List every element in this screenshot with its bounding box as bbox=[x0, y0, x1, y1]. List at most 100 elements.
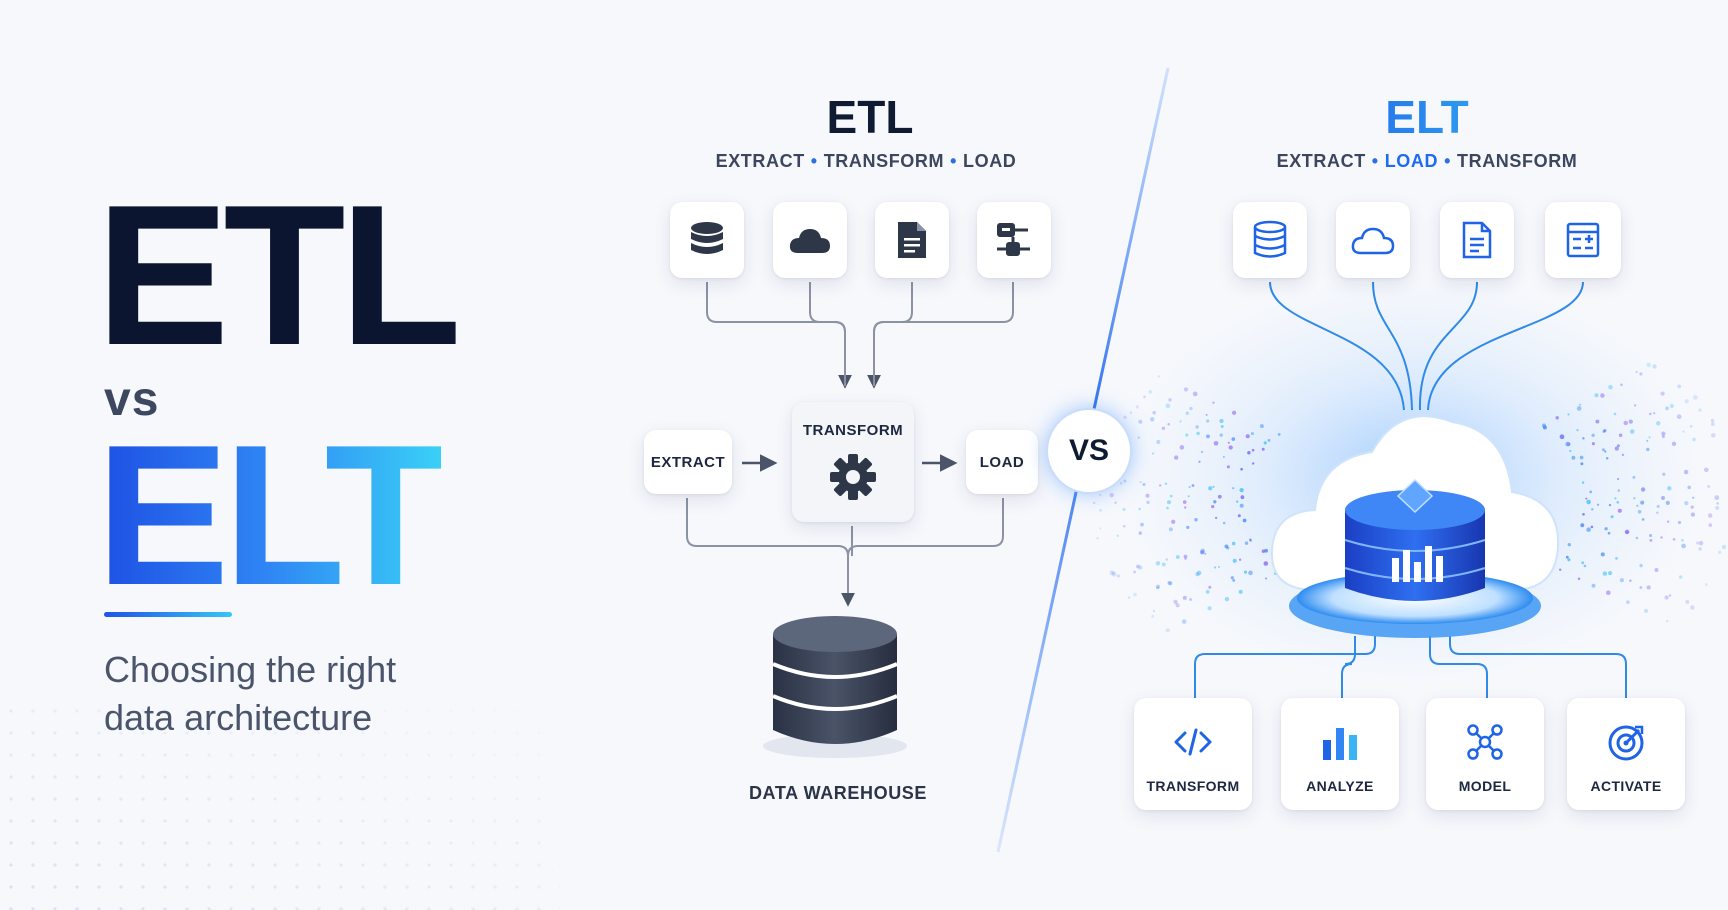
particle-dot bbox=[1111, 571, 1117, 577]
extract-label: EXTRACT bbox=[650, 453, 726, 471]
particle-dot bbox=[1664, 595, 1669, 600]
particle-dot bbox=[1693, 395, 1698, 400]
database-icon bbox=[691, 222, 723, 254]
elt-action-connectors bbox=[1194, 636, 1627, 698]
particle-dot bbox=[1594, 393, 1599, 398]
document-icon bbox=[898, 222, 926, 258]
particle-dot bbox=[1640, 487, 1646, 492]
particle-dot bbox=[1591, 433, 1595, 437]
particle-dot bbox=[1665, 500, 1670, 505]
particle-dot bbox=[1239, 487, 1244, 493]
particle-dot bbox=[1656, 421, 1661, 426]
particle-dot bbox=[1623, 420, 1628, 426]
particle-dot bbox=[1613, 412, 1617, 416]
particle-dot bbox=[1633, 404, 1637, 407]
particle-dot bbox=[1586, 499, 1591, 505]
particle-dot bbox=[1242, 518, 1247, 523]
particle-dot bbox=[1718, 550, 1722, 554]
particle-dot bbox=[1617, 489, 1620, 492]
accent-underline bbox=[104, 612, 232, 617]
hero-elt-title: ELT bbox=[96, 404, 447, 627]
particle-dot bbox=[1184, 506, 1187, 509]
particle-dot bbox=[1245, 434, 1250, 439]
particle-dot bbox=[1185, 411, 1190, 415]
particle-dot bbox=[1152, 410, 1156, 415]
particle-dot bbox=[1145, 493, 1150, 498]
particle-dot bbox=[1567, 543, 1571, 547]
transform-label: TRANSFORM bbox=[802, 422, 904, 439]
particle-dot bbox=[1596, 503, 1600, 506]
particle-dot bbox=[1565, 555, 1569, 559]
particle-dot bbox=[1138, 531, 1142, 535]
bar-chart-icon bbox=[1392, 546, 1443, 582]
particle-dot bbox=[1123, 415, 1127, 419]
particle-dot bbox=[1183, 554, 1188, 559]
particle-dot bbox=[1263, 561, 1269, 566]
particle-dot bbox=[1265, 577, 1268, 580]
vs-label: VS bbox=[1068, 434, 1110, 467]
particle-dot bbox=[1146, 500, 1150, 505]
particle-dot bbox=[1277, 432, 1281, 436]
particle-dot bbox=[1236, 500, 1239, 503]
hero-etl-title: ETL bbox=[96, 164, 462, 387]
particle-dot bbox=[1179, 420, 1182, 423]
particle-dot bbox=[1681, 543, 1686, 549]
particle-dot bbox=[1605, 590, 1611, 596]
particle-dot bbox=[1252, 462, 1255, 465]
etl-extract-step: EXTRACT bbox=[644, 430, 732, 494]
particle-dot bbox=[1133, 570, 1137, 574]
particle-dot bbox=[1567, 413, 1570, 416]
particle-dot bbox=[1649, 533, 1653, 538]
particle-dot bbox=[1139, 480, 1142, 484]
tagline-line-1: Choosing the right bbox=[104, 649, 397, 690]
network-icon bbox=[1467, 724, 1503, 760]
particle-dot bbox=[1249, 539, 1252, 542]
particle-dot bbox=[1181, 619, 1187, 624]
particle-dot bbox=[1092, 501, 1096, 505]
elt-source-document bbox=[1440, 202, 1514, 278]
particle-dot bbox=[1224, 596, 1230, 602]
particle-dot bbox=[1149, 417, 1155, 422]
particle-dot bbox=[1224, 544, 1229, 549]
particle-dot bbox=[1654, 567, 1659, 573]
elt-subtitle-step-1: EXTRACT bbox=[1276, 151, 1366, 171]
particle-dot bbox=[1600, 393, 1605, 398]
elt-action-model: MODEL bbox=[1426, 698, 1544, 810]
particle-dot bbox=[1123, 479, 1127, 483]
particle-dot bbox=[1628, 419, 1633, 424]
particle-dot bbox=[1184, 557, 1187, 560]
document-icon bbox=[1462, 221, 1492, 259]
particle-dot bbox=[1639, 563, 1643, 568]
elt-action-activate: ACTIVATE bbox=[1567, 698, 1685, 810]
elt-action-label: TRANSFORM bbox=[1146, 778, 1240, 794]
particle-dot bbox=[1667, 520, 1670, 523]
tagline: Choosing the right data architecture bbox=[104, 646, 396, 742]
particle-dot bbox=[1129, 411, 1133, 414]
particle-dot bbox=[1577, 577, 1581, 580]
bullet-separator: • bbox=[1371, 151, 1379, 171]
particle-dot bbox=[1138, 565, 1143, 570]
data-warehouse-label: DATA WAREHOUSE bbox=[748, 783, 928, 803]
particle-dot bbox=[1582, 512, 1585, 516]
particle-dot bbox=[1263, 441, 1267, 445]
particle-dot bbox=[1213, 500, 1217, 504]
particle-dot bbox=[1629, 579, 1632, 582]
particle-dot bbox=[1698, 547, 1702, 551]
elt-action-transform: TRANSFORM bbox=[1134, 698, 1252, 810]
particle-dot bbox=[1671, 441, 1677, 446]
particle-dot bbox=[1239, 503, 1244, 508]
elt-source-connectors bbox=[1269, 281, 1584, 411]
particle-dot bbox=[1140, 522, 1144, 527]
particle-dot bbox=[1614, 446, 1619, 451]
particle-dot bbox=[1231, 410, 1237, 415]
particle-dot bbox=[1189, 406, 1193, 411]
particle-dot bbox=[1109, 492, 1114, 498]
particle-dot bbox=[1621, 453, 1625, 457]
bar-chart-icon bbox=[1323, 728, 1357, 760]
database-icon bbox=[1253, 220, 1287, 258]
particle-dot bbox=[1169, 494, 1173, 498]
etl-subtitle-step-2: TRANSFORM bbox=[823, 151, 945, 171]
particle-dot bbox=[1173, 455, 1179, 460]
etl-load-step: LOAD bbox=[966, 430, 1038, 494]
particle-dot bbox=[1603, 429, 1607, 432]
